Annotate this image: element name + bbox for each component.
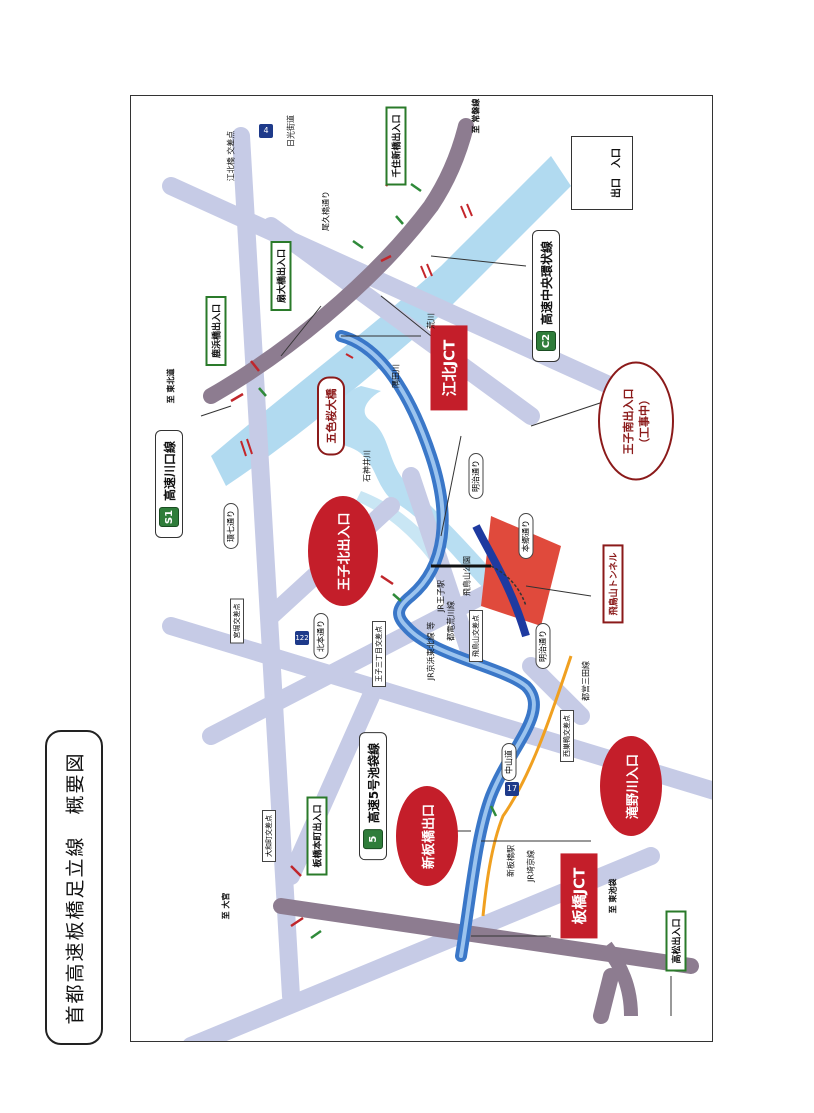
- goshikizakura-bridge-label: 五色桜大橋: [317, 376, 345, 456]
- hikawa-road-label: 日光街道: [286, 115, 296, 147]
- asukayama-tunnel-label: 飛鳥山トンネル: [602, 544, 624, 624]
- route-4-shield-icon: 4: [259, 124, 273, 138]
- hongo-road-label: 本郷通り: [518, 513, 534, 559]
- legend-entry-label: 入口: [611, 148, 623, 168]
- koboku-jct-box: 江北JCT: [430, 325, 468, 411]
- legend-exit-label: 出口: [611, 178, 623, 198]
- ojiminami-ramp-oval: 王子南出入口（工事中）: [598, 361, 674, 481]
- oji3-intersection-label: 王子三丁目交差点: [372, 621, 386, 687]
- route-shield-icon: 5: [363, 829, 383, 850]
- takinogawa-entry-oval: 滝野川入口: [600, 736, 662, 836]
- asukayama-tunnel: [481, 516, 561, 626]
- dest-higashi-label: 至 東池袋: [608, 878, 618, 914]
- shinitabashi-station-label: 新板橋駅: [506, 845, 516, 877]
- dest-omiya-label: 至 大宮: [221, 892, 231, 920]
- takamatsu-ramp-label: 高松出入口: [665, 910, 687, 972]
- dest-joban-label: 至 常磐線: [471, 98, 481, 134]
- kanoshinbashi-ramp-label: 鹿浜橋出入口: [205, 295, 227, 367]
- map-canvas: [162, 118, 712, 1041]
- route-chuo-name: 高速中央環状線: [539, 240, 554, 326]
- sumida-river: [334, 386, 503, 596]
- nishisugamo-intersection-label: 西巣鴨交差点: [560, 710, 574, 762]
- onedori-road-label: 尾久橋通り: [321, 191, 331, 231]
- route-122-shield-icon: 122: [295, 631, 309, 645]
- ohashi-ramp-label: 扇大橋出入口: [270, 240, 292, 312]
- leader-lines: [200, 255, 672, 1016]
- sumida-label: 隅田川: [391, 364, 401, 388]
- route-kawaguchi-box: S1 高速川口線: [155, 429, 183, 539]
- toei-mita-label: 都営三田線: [581, 661, 591, 701]
- nakasendo-road-label: 中山道: [501, 743, 517, 781]
- kitahon-road-label: 北本通り: [313, 613, 329, 659]
- ojikita-ramp-oval: 王子北出入口: [308, 496, 378, 606]
- kanshichi-road-label: 環七通り: [223, 503, 239, 549]
- river-crossings: [240, 203, 473, 457]
- shakujii-label: 石神井川: [362, 450, 372, 482]
- dest-tohoku-label: 至 東北道: [166, 368, 176, 404]
- yamatocho-intersection-label: 大和町交差点: [262, 810, 276, 862]
- jr-oji-station-label: JR王子駅: [436, 580, 446, 612]
- senju-ramp-label: 千住新橋出入口: [385, 106, 407, 186]
- route-ikebukuro-box: 5 高速5号池袋線: [359, 731, 387, 861]
- miyabori-intersection-label: 宮堀交差点: [230, 598, 244, 644]
- kohoku-intersection-label: 江北橋 交差点: [226, 130, 236, 182]
- jr-saikyo-label: JR埼京線: [526, 850, 536, 882]
- route-ikebukuro-name: 高速5号池袋線: [366, 742, 381, 824]
- legend: [571, 136, 633, 210]
- itabashihoncho-ramp-label: 板橋本町出入口: [306, 796, 328, 876]
- route-17-shield-icon: 17: [505, 782, 519, 796]
- toei-mita-line: [481, 655, 573, 917]
- asukayama-intersection-label: 飛鳥山交差点: [469, 610, 483, 662]
- shinitabashi-exit-oval: 新板橋出口: [396, 786, 458, 886]
- asukayama-park-label: 飛鳥山公園: [462, 556, 472, 596]
- map-frame: 入口 出口 S1 高速川口線 C2 高速中央環状線 5 高速5号池袋線 江北JC…: [130, 95, 713, 1042]
- meiji-road-label: 明治通り: [468, 453, 484, 499]
- arakawa-label: 荒川: [426, 313, 436, 329]
- toden-label: 都電荒川線: [446, 601, 456, 641]
- itabashi-jct-box: 板橋JCT: [560, 853, 598, 939]
- route-chuo-box: C2 高速中央環状線: [532, 229, 560, 363]
- meiji-road-label-2: 明治通り: [535, 623, 551, 669]
- route-shield-icon: S1: [159, 507, 179, 528]
- page-title: 首都高速板橋足立線 概要図: [45, 730, 103, 1045]
- route-kawaguchi-name: 高速川口線: [162, 440, 177, 502]
- jr-keihin-label: JR京浜東北線 等: [426, 621, 436, 681]
- route-shield-icon: C2: [536, 331, 556, 352]
